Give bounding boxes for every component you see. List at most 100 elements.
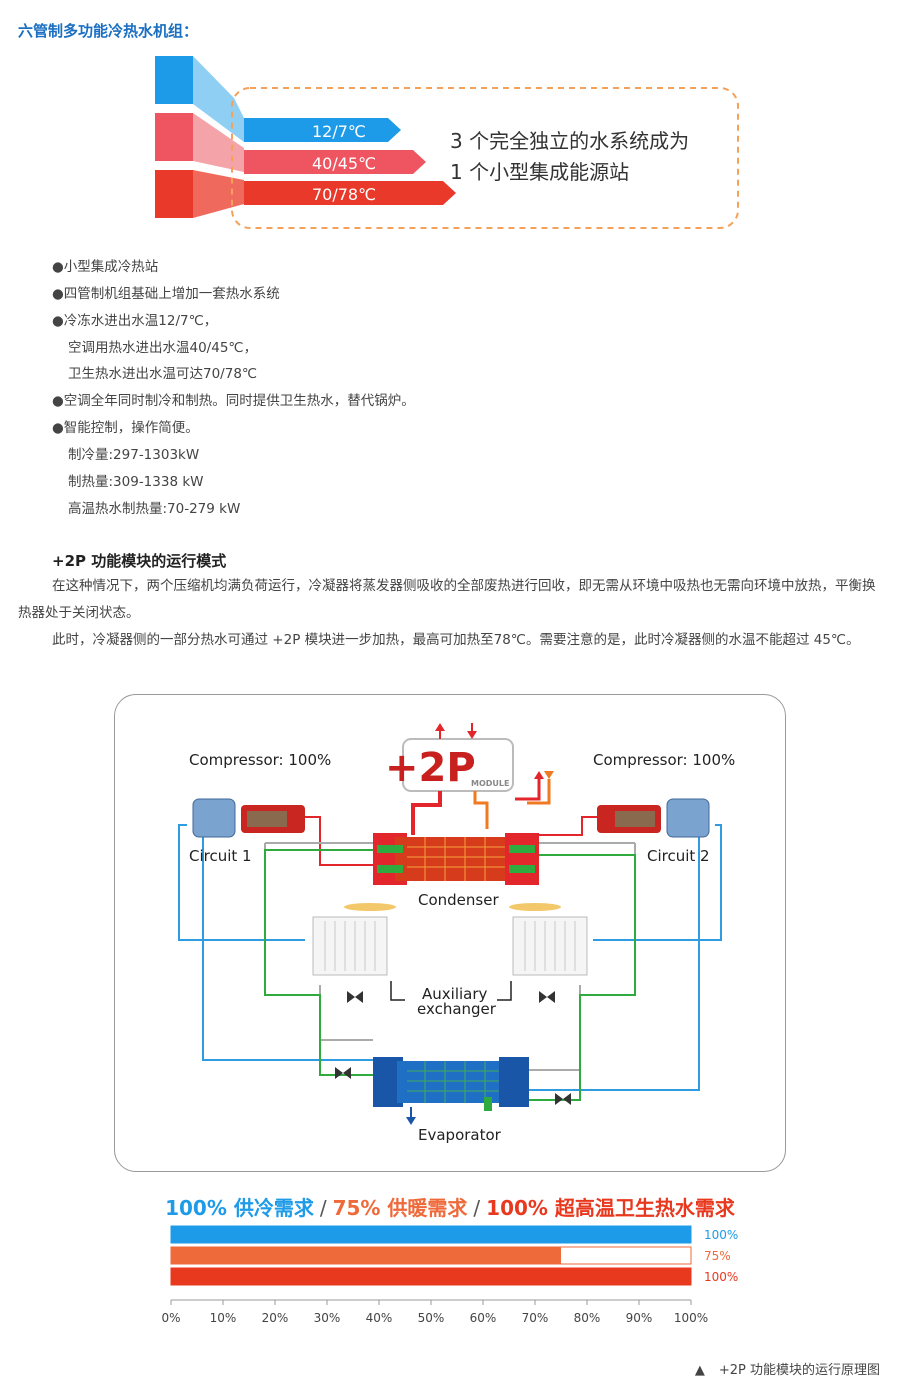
arrow-down-red-top xyxy=(467,731,477,739)
condenser-right-header xyxy=(505,833,539,885)
compressor-left-motor xyxy=(192,798,236,838)
fan-right xyxy=(509,903,561,911)
arrow-down-orange-side xyxy=(544,771,554,779)
valve-icon xyxy=(347,991,355,1003)
caption-text: +2P 功能模块的运行原理图 xyxy=(718,1363,880,1378)
module-side-out xyxy=(515,779,541,801)
module-section-heading: +2P 功能模块的运行模式 xyxy=(52,552,227,570)
chart-title-sep: / xyxy=(319,1196,327,1220)
bullet-item: 制冷量:297-1303kW xyxy=(68,447,200,463)
x-tick-label: 10% xyxy=(210,1311,237,1325)
bullet-item: 空调用热水进出水温40/45℃， xyxy=(68,340,258,356)
module-paragraph-1: 在这种情况下，两个压缩机均满负荷运行，冷凝器将蒸发器侧吸收的全部废热进行回收，即… xyxy=(18,578,876,621)
compressor-right-motor xyxy=(666,798,710,838)
bullet-item: 高温热水制热量:70-279 kW xyxy=(68,501,241,517)
pipe-blue-right xyxy=(593,824,722,941)
compressor-left-label: Compressor: 100% xyxy=(189,751,332,769)
pipe-label-warm: 40/45℃ xyxy=(312,154,376,173)
module-paragraph-2: 此时，冷凝器侧的一部分热水可通过 +2P 模块进一步加热，最高可加热至78℃。需… xyxy=(52,632,860,648)
bullet-item: ●智能控制，操作简便。 xyxy=(52,420,199,436)
valve-icon xyxy=(335,1067,343,1079)
pipe-blue-right-bottom xyxy=(527,825,700,1091)
aux-exchanger-right xyxy=(512,916,588,976)
valve-icon xyxy=(555,1093,563,1105)
chart-title-heating: 75% 供暖需求 xyxy=(332,1196,468,1220)
red-arrow xyxy=(244,181,456,205)
valve-icon xyxy=(343,1067,351,1079)
chart-title: 100% 供冷需求/75% 供暖需求/100% 超高温卫生热水需求 xyxy=(0,1192,900,1221)
x-tick-label: 40% xyxy=(366,1311,393,1325)
bullet-item: 卫生热水进出水温可达70/78℃ xyxy=(68,366,258,382)
arrow-down-blue-evap xyxy=(406,1117,416,1125)
chart-title-cooling: 100% 供冷需求 xyxy=(165,1196,314,1220)
evaporator-label: Evaporator xyxy=(418,1126,501,1144)
water-system-graphic: 12/7℃ 40/45℃ 70/78℃ xyxy=(155,56,739,229)
pipe-blue-left-bottom xyxy=(202,825,373,1061)
circuit2-label: Circuit 2 xyxy=(647,847,710,865)
module-frame xyxy=(402,738,514,792)
bullet-item: ●空调全年同时制冷和制热。同时提供卫生热水，替代锅炉。 xyxy=(52,393,415,409)
dashed-frame xyxy=(231,87,739,229)
section-title: 六管制多功能冷热水机组： xyxy=(18,22,199,40)
blue-funnel xyxy=(193,56,244,142)
pink-arrow xyxy=(244,150,426,174)
x-tick-label: 30% xyxy=(314,1311,341,1325)
module-big-text: +2P xyxy=(385,745,476,791)
demand-bar-chart: 100% 75% 100% 0% 10% 20% 30% 40% 50% 60% 70% 80% 90%… xyxy=(161,1225,738,1325)
x-tick-label: 0% xyxy=(161,1311,180,1325)
pipe-green-right xyxy=(527,854,636,1101)
system-diagram: +2P MODULE xyxy=(114,694,786,1172)
pipe-green-left xyxy=(264,849,373,1076)
evap-green-outlet xyxy=(484,1097,492,1111)
bar-value-label: 100% xyxy=(704,1228,738,1242)
highlight-line-2: 1 个小型集成能源站 xyxy=(450,160,630,184)
chart-title-sep: / xyxy=(473,1196,481,1220)
blue-source-block xyxy=(155,56,193,104)
pipe-red-right xyxy=(535,816,597,836)
circuit1-label: Circuit 1 xyxy=(189,847,252,865)
module-red-out xyxy=(411,791,442,835)
figure-caption: ▲ +2P 功能模块的运行原理图 xyxy=(695,1359,880,1378)
pipe-blue-left xyxy=(178,824,305,941)
blue-arrow xyxy=(244,118,401,142)
x-tick-label: 70% xyxy=(522,1311,549,1325)
x-tick-label: 100% xyxy=(674,1311,708,1325)
evaporator-right-header xyxy=(499,1057,529,1107)
bar-value-label: 100% xyxy=(704,1270,738,1284)
x-tick-label: 60% xyxy=(470,1311,497,1325)
module-orange-in xyxy=(473,791,489,829)
pipe-red-left xyxy=(305,816,373,866)
condenser-body xyxy=(395,837,507,881)
arrow-up-red-side xyxy=(534,771,544,779)
bar xyxy=(171,1247,561,1264)
pipe-gray-aux-left xyxy=(319,985,373,1041)
aux-exchanger-left xyxy=(312,916,388,976)
compressor-right-label: Compressor: 100% xyxy=(593,751,736,769)
bullet-item: 制热量:309-1338 kW xyxy=(68,474,204,490)
bullet-item: ●小型集成冷热站 xyxy=(52,259,159,275)
aux-label-2: exchanger xyxy=(417,1000,496,1018)
valve-icon xyxy=(539,991,547,1003)
aux-label-1: Auxiliary xyxy=(422,985,488,1003)
condenser-label: Condenser xyxy=(418,891,499,909)
module-side-in xyxy=(527,779,551,805)
red-funnel xyxy=(193,170,244,218)
module-small-text: MODULE xyxy=(471,779,509,788)
bullet-item: ●冷冻水进出水温12/7℃， xyxy=(52,313,218,329)
valve-icon xyxy=(355,991,363,1003)
fan-left xyxy=(344,903,396,911)
x-tick-label: 80% xyxy=(574,1311,601,1325)
bar-value-label: 75% xyxy=(704,1249,731,1263)
bullet-item: ●四管制机组基础上增加一套热水系统 xyxy=(52,286,280,302)
x-tick-label: 50% xyxy=(418,1311,445,1325)
arrow-up-red-top xyxy=(435,723,445,731)
x-tick-label: 20% xyxy=(262,1311,289,1325)
pipe-label-hot: 70/78℃ xyxy=(312,185,376,204)
x-tick-label: 90% xyxy=(626,1311,653,1325)
red-source-block xyxy=(155,170,193,218)
aux-bracket xyxy=(390,981,405,1001)
bar xyxy=(171,1268,691,1285)
evaporator-body xyxy=(397,1061,503,1103)
pipe-label-cold: 12/7℃ xyxy=(312,122,366,141)
triangle-icon: ▲ xyxy=(694,1363,705,1378)
